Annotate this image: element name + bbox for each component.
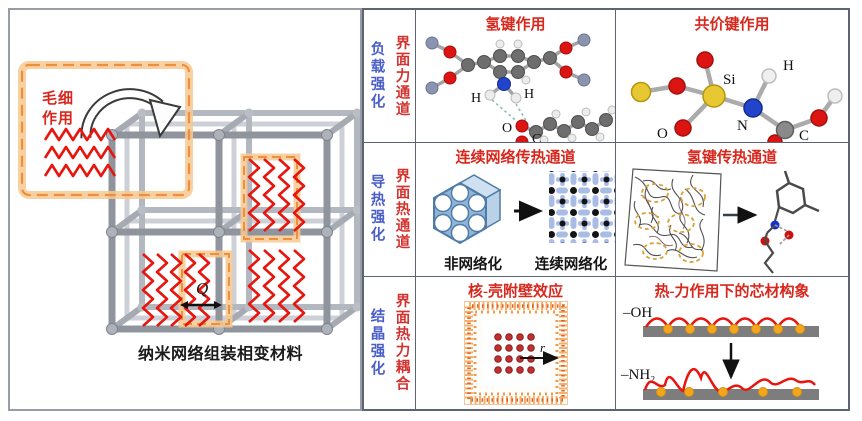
row1-label-cell: 负载强化 界面力通道 xyxy=(364,10,416,143)
atom-label-h2: H xyxy=(524,87,534,102)
row2-category-label: 导热强化 xyxy=(368,174,385,245)
core-shell-title: 核-壳附壁效应 xyxy=(468,283,563,300)
row2-channel-label: 界面热通道 xyxy=(393,168,410,251)
atom-label-o: O xyxy=(657,126,668,142)
capillary-highlight-box xyxy=(18,61,193,199)
covalent-bond-title: 共价键作用 xyxy=(694,17,770,33)
row1-category-label: 负载强化 xyxy=(368,41,385,112)
network-transform-icon xyxy=(433,171,615,245)
strengthening-table: 负载强化 界面力通道 氢键作用 xyxy=(362,8,850,411)
atom-label-o: O xyxy=(502,121,512,136)
atom-label-si: Si xyxy=(723,72,736,88)
atom-label-c: C xyxy=(532,132,541,142)
pcm-lattice-panel: Q 毛细 作用 纳米网络组装相变材料 xyxy=(8,8,362,411)
row1-channel-label: 界面力通道 xyxy=(393,34,410,118)
covalent-bond-cell: 共价键作用 xyxy=(616,10,848,143)
tube-bundle-icon xyxy=(433,174,502,245)
hydrogen-bond-molecule-icon: H H O C xyxy=(425,33,615,143)
atom-label-n: N xyxy=(737,118,748,134)
heat-flux-label: Q xyxy=(196,279,208,298)
oh-anchor-dots-icon xyxy=(662,323,805,334)
table-row-thermal: 导热强化 界面热通道 连续网络传热通道 xyxy=(364,143,848,277)
table-row-load: 负载强化 界面力通道 氢键作用 xyxy=(364,10,848,144)
md-simulation-icon xyxy=(623,168,819,275)
conformation-diagram-icon: –OH –NH₂ xyxy=(620,305,819,400)
hydrogen-bond-cell: 氢键作用 xyxy=(416,10,616,143)
lattice-drawing: Q xyxy=(18,61,360,335)
atom-label-h: H xyxy=(783,58,794,74)
lattice-caption: 纳米网络组装相变材料 xyxy=(138,346,304,363)
network-channel-title: 连续网络传热通道 xyxy=(455,150,576,167)
table-row-crystallization: 结晶强化 界面热力耦合 核-壳附壁效应 xyxy=(364,276,848,409)
atom-label-h1: H xyxy=(471,91,481,106)
substrate-bar-bottom xyxy=(642,388,819,400)
hbond-heat-channel-cell: 氢键传热通道 xyxy=(616,143,848,275)
heat-flux-arrow-icon xyxy=(180,301,222,309)
lattice-front-joints xyxy=(106,129,333,335)
nh2-anchor-dots-icon xyxy=(655,386,802,397)
row3-channel-label: 界面热力耦合 xyxy=(393,293,410,393)
oh-group-label: –OH xyxy=(622,305,652,321)
capillary-wave-icon xyxy=(43,127,117,178)
atom-label-c: C xyxy=(799,128,809,142)
row2-label-cell: 导热强化 界面热通道 xyxy=(364,143,416,276)
rotation-arrow-icon xyxy=(80,88,182,139)
hbond-heat-channel-title: 氢键传热通道 xyxy=(686,150,777,167)
row3-category-label: 结晶强化 xyxy=(368,307,385,378)
covalent-bond-molecule-icon: Si N C O H xyxy=(630,51,843,143)
lattice-connectors xyxy=(109,110,360,332)
core-shell-icon: r xyxy=(464,300,568,405)
networked-label: 连续网络化 xyxy=(534,257,608,274)
row3-label-cell: 结晶强化 界面热力耦合 xyxy=(364,276,416,409)
core-conformation-title: 热-力作用下的芯材构象 xyxy=(654,283,810,300)
nh2-group-label: –NH₂ xyxy=(620,367,655,383)
hbond-pair-molecule-icon xyxy=(760,170,819,275)
hydrogen-bond-title: 氢键作用 xyxy=(485,17,546,33)
radius-label: r xyxy=(540,340,546,355)
core-shell-cell: 核-壳附壁效应 xyxy=(416,276,616,409)
network-channel-cell: 连续网络传热通道 xyxy=(416,143,616,276)
spring-highlight-box-bottom xyxy=(178,250,233,328)
continuous-network-icon xyxy=(549,171,615,244)
capillary-action-label: 毛细 作用 xyxy=(42,91,75,127)
core-conformation-cell: 热-力作用下的芯材构象 –OH –NH₂ xyxy=(616,277,848,409)
non-networked-label: 非网络化 xyxy=(444,257,502,274)
